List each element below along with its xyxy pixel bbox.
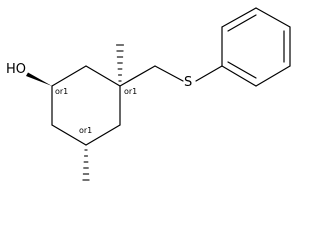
hash-bond-methyl-bottom xyxy=(82,149,90,181)
stereo-label-c3: or1 xyxy=(124,87,137,96)
phenyl-bond-2 xyxy=(221,7,257,28)
wedge-bond-hydroxyl xyxy=(26,72,52,86)
sulfur-label: S xyxy=(184,75,192,90)
hydroxyl-label: HO xyxy=(6,62,26,77)
phenyl-double-bond-1 xyxy=(227,14,257,32)
ring-bond-c1-c2 xyxy=(51,65,87,87)
phenyl-bond-3 xyxy=(255,7,291,28)
bond-s-phenyl xyxy=(195,65,223,82)
bond-c3-ch2 xyxy=(119,65,156,87)
stereo-label-c1: or1 xyxy=(55,87,68,96)
phenyl-double-bond-3 xyxy=(227,61,257,79)
ring-bond-c4-c5 xyxy=(85,124,121,146)
ring-bond-c2-c3 xyxy=(85,65,121,87)
hash-bond-methyl-top xyxy=(116,44,124,82)
chemical-structure: HO S or1 or1 or1 xyxy=(6,7,291,181)
phenyl-bond-5 xyxy=(255,65,291,87)
ring-bond-c5-c6 xyxy=(51,124,87,146)
molecule-drawing: HO S or1 or1 or1 xyxy=(6,7,291,181)
stereo-label-c5: or1 xyxy=(79,126,92,135)
bond-ch2-s xyxy=(154,65,184,82)
phenyl-bond-6 xyxy=(221,65,257,87)
